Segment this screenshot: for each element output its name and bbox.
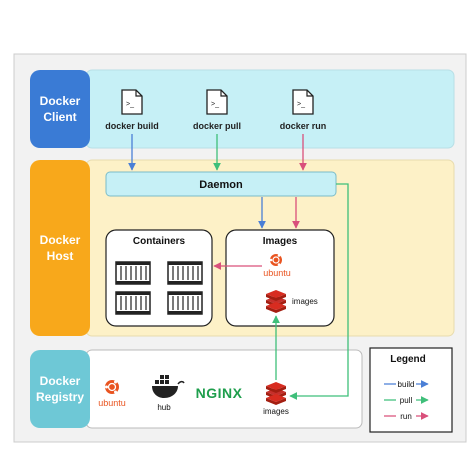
docker-pull-label: docker pull <box>193 121 241 131</box>
legend-label-bg <box>396 379 416 389</box>
legend-title: Legend <box>390 354 426 365</box>
nginx-logo: NGINX <box>196 385 243 401</box>
images-title: Images <box>263 236 298 247</box>
docker-whale-icon <box>152 375 185 398</box>
images-redis-label: images <box>292 297 318 306</box>
host-label-box <box>30 160 90 336</box>
registry-label-box <box>30 350 90 428</box>
svg-text:>_: >_ <box>297 101 305 108</box>
container-icon <box>167 261 203 285</box>
terminal-file-icon: >_ <box>121 89 143 115</box>
svg-text:>_: >_ <box>211 101 219 108</box>
registry-ubuntu-label: ubuntu <box>98 398 126 408</box>
ubuntu-icon <box>105 380 119 394</box>
docker-build-label: docker build <box>105 121 159 131</box>
registry-redis-label: images <box>263 407 289 416</box>
container-icon <box>115 261 151 285</box>
daemon-label: Daemon <box>199 179 243 191</box>
docker-run-label: docker run <box>280 121 327 131</box>
legend-run-label: run <box>400 412 412 421</box>
containers-title: Containers <box>133 236 186 247</box>
client-label-line2: Client <box>43 110 76 124</box>
images-ubuntu-label: ubuntu <box>263 268 291 278</box>
svg-text:>_: >_ <box>126 101 134 108</box>
container-icon <box>115 291 151 315</box>
images-box <box>225 229 335 327</box>
client-label-box <box>30 70 90 148</box>
redis-icon <box>266 382 286 405</box>
host-label-line1: Docker <box>40 233 81 247</box>
registry-label-line1: Docker <box>40 374 81 388</box>
registry-label-line2: Registry <box>36 390 84 404</box>
container-icon <box>167 291 203 315</box>
hub-label: hub <box>157 403 171 412</box>
terminal-file-icon: >_ <box>292 89 314 115</box>
ubuntu-icon <box>269 254 282 266</box>
redis-icon <box>266 290 286 313</box>
terminal-file-icon: >_ <box>206 89 228 115</box>
legend-label-bg <box>396 411 416 421</box>
host-label-line2: Host <box>47 249 74 263</box>
pull-request-to-registry <box>289 183 349 400</box>
legend-label-bg <box>396 395 416 405</box>
client-label-line1: Docker <box>40 94 81 108</box>
legend-pull-label: pull <box>400 396 413 405</box>
legend-build-label: build <box>398 380 415 389</box>
